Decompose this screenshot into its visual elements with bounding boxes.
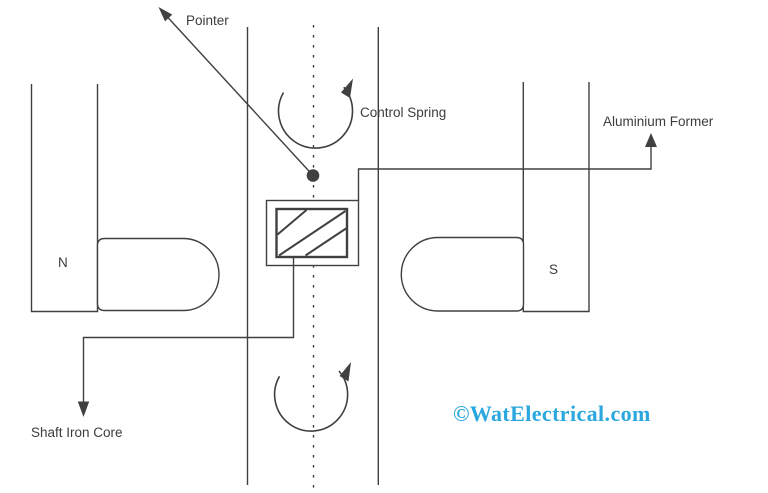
pivot-dot <box>306 169 320 182</box>
watermark-text: ©WatElectrical.com <box>453 401 651 426</box>
south-magnet-limb <box>522 82 590 313</box>
north-pole-shoe <box>96 237 220 312</box>
pointer-needle-line <box>166 16 314 176</box>
aluminium-former-arrowhead-icon <box>645 133 657 147</box>
aluminium-former-callout-line <box>357 143 652 201</box>
north-pole-label: N <box>58 255 68 270</box>
hatch-line <box>304 227 347 257</box>
lower-rotation-arrowhead-icon <box>339 362 351 382</box>
aluminium-former-label: Aluminium Former <box>603 114 714 129</box>
hatch-line <box>278 210 347 257</box>
pointer-arrowhead-icon <box>158 7 173 22</box>
south-pole-shoe <box>400 236 525 312</box>
hatch-line <box>276 209 308 236</box>
north-magnet-limb <box>30 84 99 313</box>
lower-rotation-arc <box>273 370 349 432</box>
shaft-iron-core-callout-line <box>82 257 295 403</box>
control-spring-label: Control Spring <box>360 105 446 120</box>
control-spring-arrowhead-icon <box>341 78 353 98</box>
pointer-label: Pointer <box>186 13 229 28</box>
control-spring-arc <box>277 86 354 149</box>
iron-core-hatching <box>276 209 347 257</box>
shaft-iron-core-arrowhead-icon <box>77 401 90 417</box>
shaft-iron-core-label: Shaft Iron Core <box>31 425 123 440</box>
south-pole-label: S <box>549 262 558 277</box>
